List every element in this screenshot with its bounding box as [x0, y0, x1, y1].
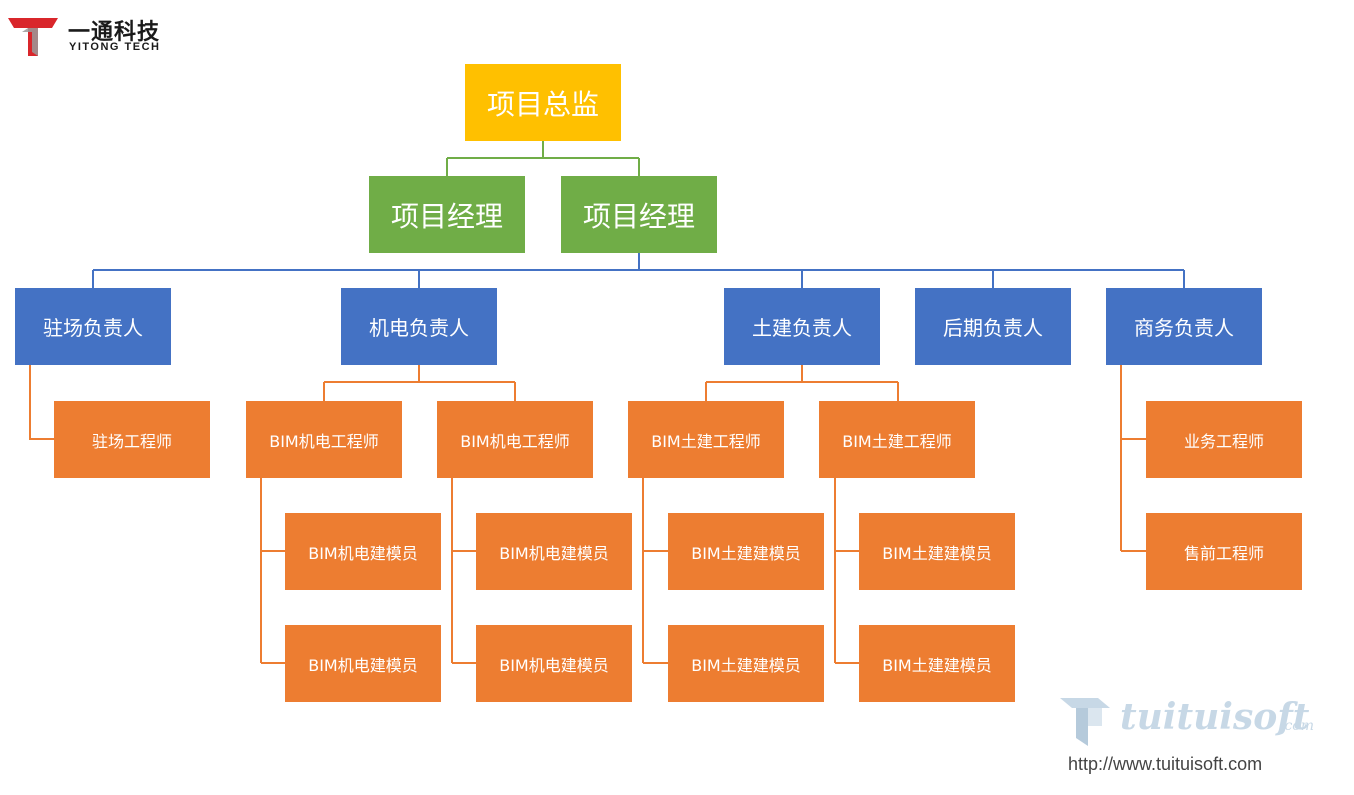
bim-mep-engineer-label: BIM机电工程师	[460, 431, 570, 451]
bim-mep-modeler-label: BIM机电建模员	[308, 655, 418, 675]
project-manager-box: 项目经理	[561, 176, 717, 253]
bim-mep-modeler-box: BIM机电建模员	[285, 513, 441, 590]
bim-civil-modeler-box: BIM土建建模员	[668, 513, 824, 590]
bim-civil-engineer-label: BIM土建工程师	[651, 431, 761, 451]
bim-civil-engineer-box: BIM土建工程师	[628, 401, 784, 478]
presales-engineer-label: 售前工程师	[1183, 543, 1264, 563]
bim-civil-modeler-label: BIM土建建模员	[882, 543, 992, 563]
bim-mep-engineer-box: BIM机电工程师	[437, 401, 593, 478]
watermark-logo-icon	[1060, 698, 1110, 746]
postproduction-lead-label: 后期负责人	[943, 316, 1043, 340]
bim-mep-modeler-label: BIM机电建模员	[499, 543, 609, 563]
bim-civil-modeler-box: BIM土建建模员	[859, 625, 1015, 702]
engineer-connectors	[29, 365, 1146, 664]
civil-lead-label: 土建负责人	[752, 316, 852, 340]
bim-mep-engineer-label: BIM机电工程师	[269, 431, 379, 451]
logo-chinese-name: 一通科技	[68, 20, 161, 45]
civil-lead-box: 土建负责人	[724, 288, 880, 365]
onsite-engineer-box: 驻场工程师	[54, 401, 210, 478]
company-logo: 一通科技 YITONG TECH	[8, 14, 178, 60]
logo-english-name: YITONG TECH	[69, 41, 161, 53]
project-manager-label: 项目经理	[582, 199, 695, 233]
bim-mep-modeler-box: BIM机电建模员	[476, 625, 632, 702]
watermark-suffix: .com	[1280, 718, 1314, 734]
project-director-label: 项目总监	[486, 87, 599, 121]
business-engineer-label: 业务工程师	[1183, 431, 1264, 451]
onsite-lead-label: 驻场负责人	[43, 316, 143, 340]
bim-mep-engineer-box: BIM机电工程师	[246, 401, 402, 478]
bim-mep-modeler-label: BIM机电建模员	[499, 655, 609, 675]
mep-lead-box: 机电负责人	[341, 288, 497, 365]
watermark: tuituisoft .com http://www.tuituisoft.co…	[1058, 690, 1318, 780]
bim-civil-modeler-label: BIM土建建模员	[691, 543, 801, 563]
bim-mep-modeler-label: BIM机电建模员	[308, 543, 418, 563]
postproduction-lead-box: 后期负责人	[915, 288, 1071, 365]
bim-civil-modeler-label: BIM土建建模员	[882, 655, 992, 675]
watermark-brand: tuituisoft	[1120, 696, 1310, 738]
onsite-lead-box: 驻场负责人	[15, 288, 171, 365]
bim-civil-modeler-box: BIM土建建模员	[668, 625, 824, 702]
bim-mep-modeler-box: BIM机电建模员	[285, 625, 441, 702]
project-director-box: 项目总监	[465, 64, 621, 141]
project-manager-label: 项目经理	[390, 199, 503, 233]
bim-civil-engineer-label: BIM土建工程师	[842, 431, 952, 451]
watermark-url: http://www.tuituisoft.com	[1068, 754, 1263, 774]
presales-engineer-box: 售前工程师	[1146, 513, 1302, 590]
bim-civil-modeler-label: BIM土建建模员	[691, 655, 801, 675]
bim-mep-modeler-box: BIM机电建模员	[476, 513, 632, 590]
director-connector	[446, 141, 640, 176]
mep-lead-label: 机电负责人	[369, 316, 469, 340]
manager-connector	[92, 253, 1185, 288]
business-engineer-box: 业务工程师	[1146, 401, 1302, 478]
onsite-engineer-label: 驻场工程师	[91, 431, 172, 451]
logo-mark-icon	[8, 18, 58, 56]
project-manager-box: 项目经理	[369, 176, 525, 253]
business-lead-label: 商务负责人	[1134, 316, 1234, 340]
bim-civil-modeler-box: BIM土建建模员	[859, 513, 1015, 590]
bim-civil-engineer-box: BIM土建工程师	[819, 401, 975, 478]
business-lead-box: 商务负责人	[1106, 288, 1262, 365]
